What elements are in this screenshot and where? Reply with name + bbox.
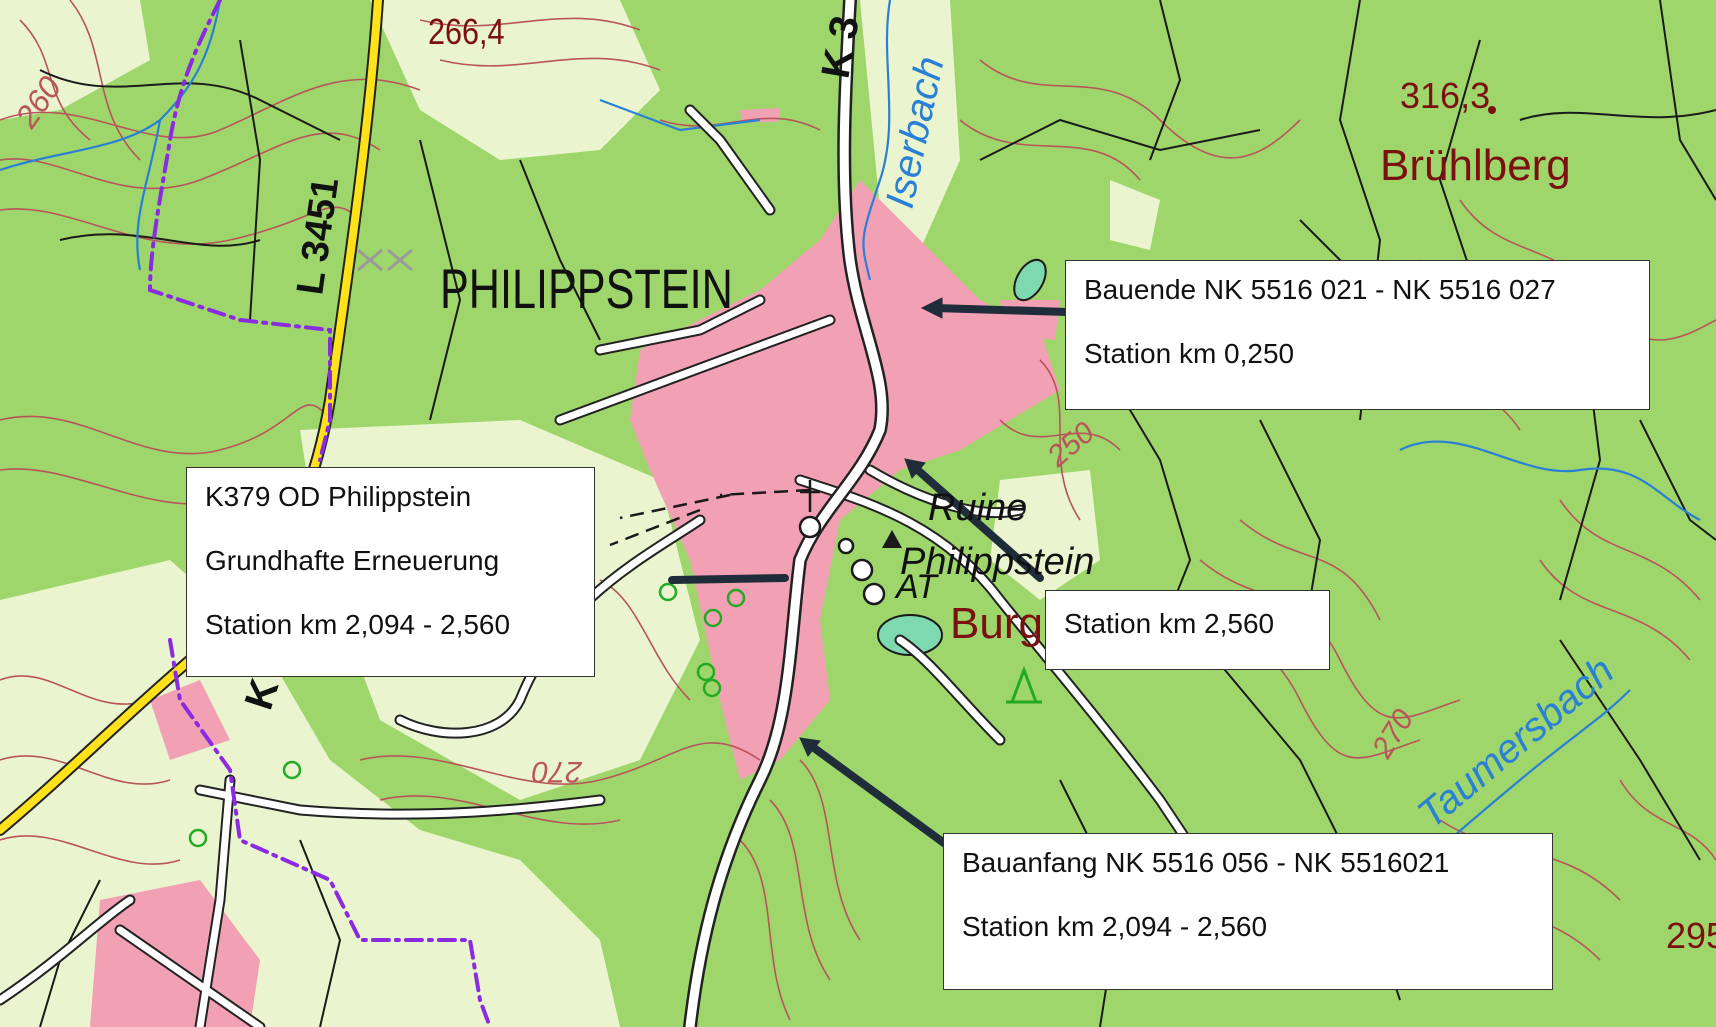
- map-symbols: [188, 582, 746, 848]
- label-ruine: Ruine: [928, 487, 1027, 529]
- arrow-od: [668, 574, 789, 584]
- label-at: AT: [894, 568, 939, 606]
- contour-label-270-a: 270: [532, 755, 583, 788]
- label-philippstein-ruin: Philippstein: [900, 541, 1094, 583]
- elevation-label-316: 316,3: [1400, 75, 1490, 116]
- callout-station-end-line1: Station km 2,560: [1064, 608, 1275, 639]
- arrow-station-end: [908, 461, 1044, 582]
- ruin-symbols: [798, 515, 886, 606]
- callout-bauanfang-line1: Bauanfang NK 5516 056 - NK 5516021: [962, 847, 1450, 878]
- road-label-k3: K 3: [814, 13, 868, 82]
- trig-point-icon: [1488, 106, 1496, 114]
- callout-bauende-line2: Station km 0,250: [1084, 338, 1295, 369]
- arrowhead-bauanfang: [799, 737, 821, 757]
- arrowhead-bauende: [920, 297, 943, 319]
- callout-bauanfang-line2: Station km 2,094 - 2,560: [962, 911, 1268, 942]
- arrow-bauanfang: [806, 741, 952, 850]
- place-label-bruehlberg: Brühlberg: [1380, 141, 1571, 190]
- arrow-bauende: [931, 304, 1072, 316]
- place-label-philippstein: PHILIPPSTEIN: [440, 258, 733, 320]
- church-icon: [800, 480, 820, 512]
- elevation-label-295: 295: [1666, 915, 1716, 956]
- callout-od-philippstein: K379 OD Philippstein Grundhafte Erneueru…: [186, 467, 595, 677]
- callout-od-line2: Grundhafte Erneuerung: [205, 545, 500, 576]
- minor-roads: [0, 104, 1206, 1027]
- residential-marks: [357, 248, 413, 272]
- elevation-label-266: 266,4: [428, 13, 505, 53]
- campsite-icon: [1006, 665, 1042, 704]
- hiking-trail: [147, 0, 492, 1027]
- pointer-arrows: [668, 297, 1072, 850]
- callout-station-end: Station km 2,560: [1045, 590, 1330, 670]
- water-bodies: [877, 258, 1047, 656]
- callout-od-line1: K379 OD Philippstein: [205, 481, 472, 512]
- label-burg: Burg: [950, 599, 1043, 648]
- callout-bauende: Bauende NK 5516 021 - NK 5516 027 Statio…: [1065, 260, 1650, 410]
- callout-bauende-line1: Bauende NK 5516 021 - NK 5516 027: [1084, 274, 1556, 305]
- road-k379: [683, 0, 890, 1027]
- hatched-track: [609, 488, 811, 547]
- arrowhead-station-end: [904, 458, 926, 479]
- callout-bauanfang: Bauanfang NK 5516 056 - NK 5516021 Stati…: [943, 833, 1553, 990]
- callout-od-line3: Station km 2,094 - 2,560: [205, 609, 511, 640]
- viewpoint-icon: [882, 530, 902, 548]
